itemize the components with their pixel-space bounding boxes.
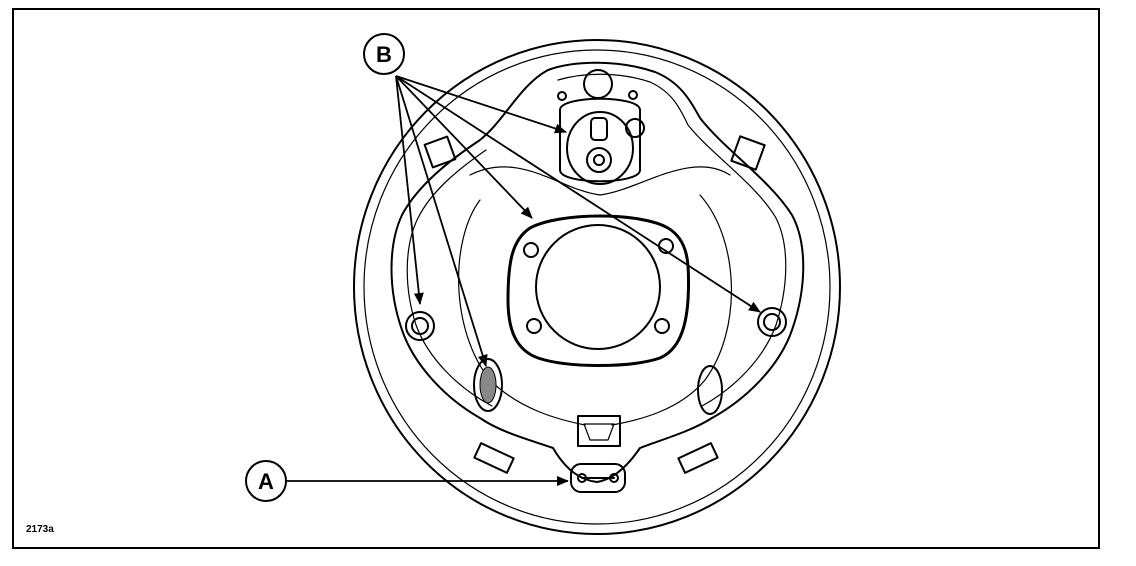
callout-a: A bbox=[245, 460, 287, 502]
mount-bolt-left-outer bbox=[405, 311, 435, 341]
hub-bolt-hole-4 bbox=[654, 318, 670, 334]
square-tab-right bbox=[730, 135, 766, 171]
backing-plate-inner-edge-left bbox=[406, 149, 493, 407]
inspection-slot bbox=[570, 463, 626, 493]
figure-frame bbox=[12, 8, 1100, 549]
rib-top bbox=[469, 166, 731, 196]
oval-slot-left-fill bbox=[479, 366, 497, 404]
hub-flange-outline bbox=[506, 214, 691, 367]
mount-bolt-left-inner bbox=[411, 317, 429, 335]
leader-b-to-left-bolt bbox=[395, 75, 424, 305]
leader-b-to-cylinder bbox=[395, 75, 567, 134]
top-hole-left bbox=[557, 91, 567, 101]
wheel-cylinder bbox=[566, 111, 634, 185]
top-boss bbox=[583, 69, 613, 99]
square-tab-left bbox=[423, 135, 457, 169]
callout-b-label: B bbox=[376, 42, 392, 67]
top-hole-right bbox=[628, 90, 638, 100]
mount-bolt-right-inner bbox=[763, 313, 781, 331]
anchor-block bbox=[577, 415, 621, 447]
leader-b-to-flange bbox=[395, 75, 533, 219]
outer-rim bbox=[353, 39, 841, 535]
figure-id: 2173a bbox=[26, 524, 54, 535]
leader-b-to-left-slot bbox=[395, 75, 488, 367]
rect-tab-bottom-right bbox=[677, 442, 719, 474]
leader-b-to-right-bolt bbox=[395, 75, 761, 313]
callout-a-label: A bbox=[258, 469, 274, 494]
backing-plate-inner-edge bbox=[557, 73, 787, 407]
wheel-cylinder-housing bbox=[559, 97, 641, 183]
outer-rim-inner bbox=[363, 49, 831, 525]
inspection-slot-hole-right bbox=[609, 473, 619, 483]
mount-bolt-right-outer bbox=[757, 307, 787, 337]
hub-center-bore bbox=[535, 224, 661, 350]
oval-slot-left bbox=[473, 358, 503, 412]
rib-left bbox=[458, 199, 586, 426]
bleed-nipple bbox=[593, 154, 605, 166]
hub-bolt-hole-3 bbox=[526, 318, 542, 334]
anchor-block-inner bbox=[583, 423, 615, 441]
callout-b: B bbox=[363, 33, 405, 75]
inspection-slot-hole-left bbox=[577, 473, 587, 483]
hub-bolt-hole-1 bbox=[523, 242, 539, 258]
side-hole bbox=[625, 118, 645, 138]
oval-slot-right bbox=[697, 365, 723, 415]
backing-plate-outline bbox=[390, 61, 805, 483]
rect-tab-bottom-left bbox=[473, 442, 515, 474]
bleed-screw bbox=[590, 117, 608, 141]
bleed-nipple-base bbox=[586, 147, 612, 173]
rib-right bbox=[611, 194, 733, 426]
